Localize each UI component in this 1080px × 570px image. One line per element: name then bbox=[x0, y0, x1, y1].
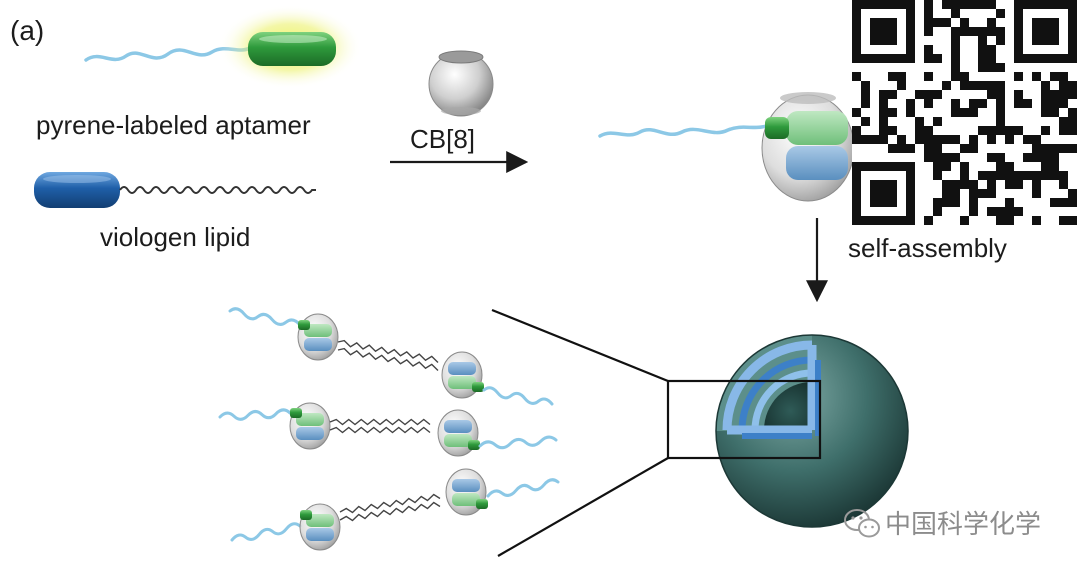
viologen-lipid-illustration bbox=[34, 172, 316, 208]
complex-pyrene bbox=[786, 111, 848, 145]
vesicle bbox=[715, 334, 909, 528]
complex-aptamer-strand bbox=[598, 124, 768, 138]
vesicle-core bbox=[764, 382, 812, 430]
watermark-text: 中国科学化学 bbox=[885, 510, 1041, 540]
pyrene-aptamer-illustration bbox=[84, 5, 362, 89]
ternary-complex bbox=[598, 92, 855, 202]
label-pyrene-aptamer: pyrene-labeled aptamer bbox=[36, 110, 311, 140]
wechat-icon bbox=[844, 509, 880, 538]
panel-label: (a) bbox=[10, 15, 44, 46]
zoom-line-top bbox=[491, 308, 669, 383]
cb8-portal bbox=[438, 50, 484, 64]
qr-code bbox=[852, 0, 1077, 225]
zoom-line-bottom bbox=[497, 457, 669, 557]
label-cb8: CB[8] bbox=[410, 124, 475, 154]
viologen-blue-capsule bbox=[34, 172, 120, 208]
bilayer-closeup bbox=[218, 307, 560, 551]
zoom-inset-box bbox=[666, 379, 822, 460]
label-self-assembly: self-assembly bbox=[848, 233, 1007, 263]
cb8-host-illustration bbox=[428, 50, 494, 117]
complex-viologen bbox=[786, 146, 848, 180]
label-viologen-lipid: viologen lipid bbox=[100, 222, 250, 252]
lipid-tail bbox=[119, 186, 316, 194]
